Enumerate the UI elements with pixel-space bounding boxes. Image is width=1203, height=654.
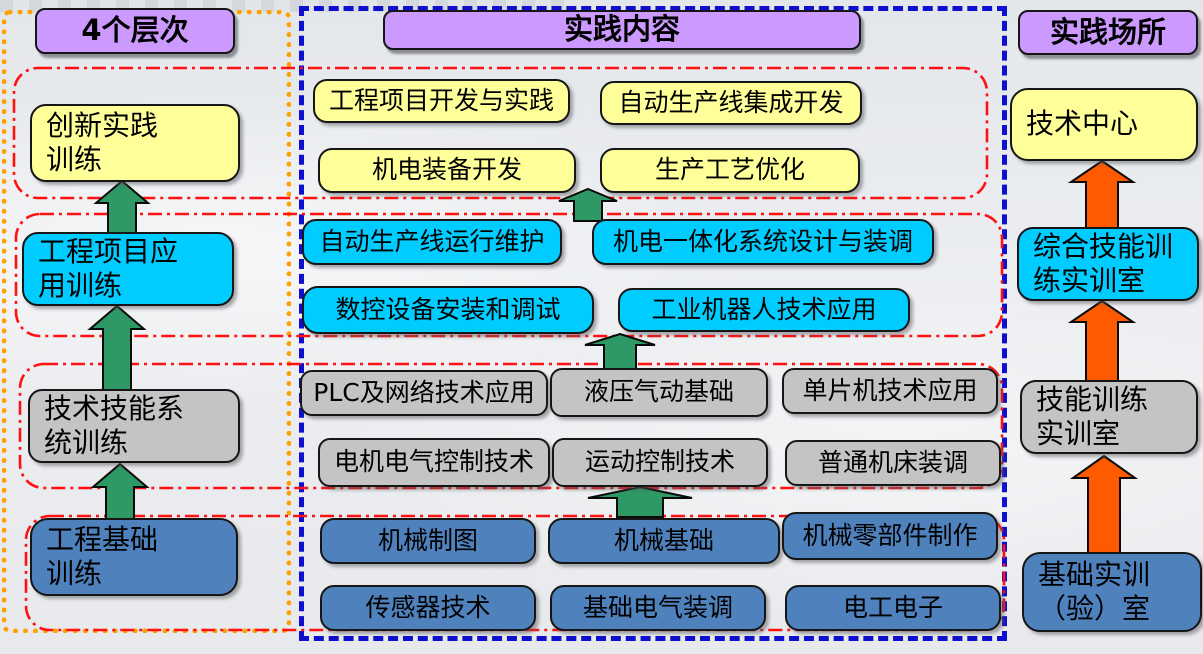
content-box-sensor-technology: 传感器技术	[320, 585, 536, 631]
level-box-skill-system-training: 技术技能系 统训练	[28, 389, 240, 463]
content-box-cnc-installation: 数控设备安装和调试	[302, 286, 594, 334]
content-box-basic-electric-assembly: 基础电气装调	[550, 585, 766, 631]
level-box-engineering-application: 工程项目应 用训练	[22, 232, 234, 306]
content-box-auto-line-maintenance: 自动生产线运行维护	[302, 219, 562, 265]
right-up-arrow-1-icon	[1067, 159, 1137, 229]
content-box-hydraulic-pneumatic: 液压气动基础	[550, 368, 768, 417]
left-column-header: 4个层次	[35, 8, 235, 54]
right-up-arrow-2-icon	[1067, 299, 1137, 382]
content-box-industrial-robot: 工业机器人技术应用	[618, 288, 910, 332]
content-box-motion-control: 运动控制技术	[552, 438, 768, 487]
level-box-engineering-foundation: 工程基础 训练	[30, 518, 238, 596]
content-box-motor-electric-control: 电机电气控制技术	[318, 438, 550, 487]
content-box-plc-network: PLC及网络技术应用	[300, 370, 548, 416]
content-box-auto-line-integration: 自动生产线集成开发	[600, 81, 862, 125]
right-up-arrow-3-icon	[1069, 454, 1139, 554]
content-box-lathe-assembly: 普通机床装调	[785, 440, 1001, 486]
place-box-comprehensive-skill-lab: 综合技能训 练实训室	[1017, 227, 1199, 301]
content-box-mechanical-drawing: 机械制图	[320, 518, 536, 564]
content-box-mcu-application: 单片机技术应用	[782, 368, 998, 414]
place-box-technology-center: 技术中心	[1010, 88, 1198, 161]
content-box-mechatronic-equipment: 机电装备开发	[318, 148, 576, 193]
content-box-parts-manufacturing: 机械零部件制作	[782, 512, 998, 560]
content-box-electrician-electronics: 电工电子	[785, 585, 1001, 631]
right-column-header: 实践场所	[1018, 10, 1198, 55]
content-box-process-optimization: 生产工艺优化	[600, 148, 860, 193]
level-box-innovation-practice: 创新实践 训练	[30, 104, 240, 182]
place-box-basic-training-lab: 基础实训 （验）室	[1022, 552, 1202, 632]
content-box-project-dev-practice: 工程项目开发与实践	[313, 79, 570, 123]
content-box-mechatronic-system: 机电一体化系统设计与装调	[592, 219, 934, 265]
content-box-mechanical-basics: 机械基础	[548, 518, 780, 564]
middle-column-header: 实践内容	[383, 10, 861, 50]
place-box-skill-training-lab: 技能训练 实训室	[1020, 380, 1198, 454]
